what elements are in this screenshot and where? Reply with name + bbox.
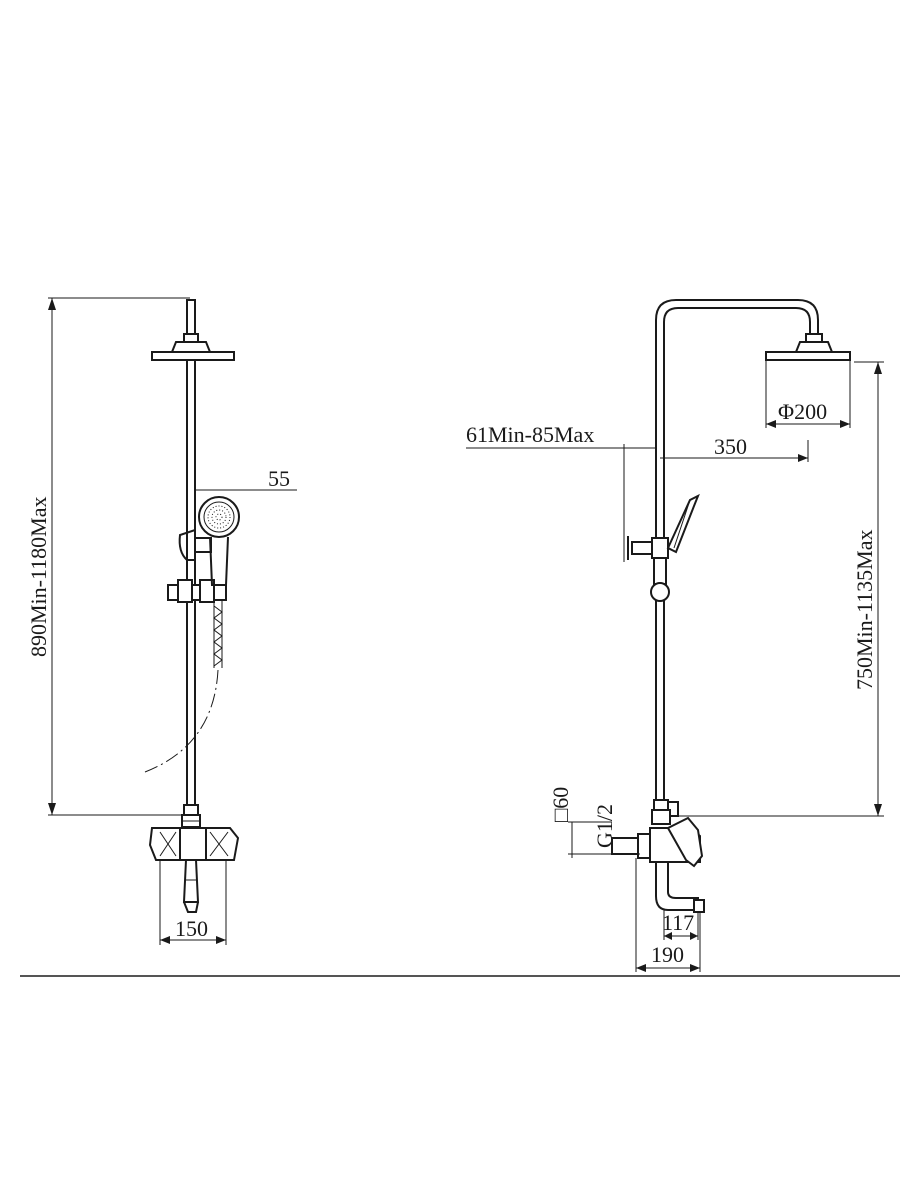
front-height-label: 890Min-1180Max: [26, 496, 51, 657]
side-riser-pipe: [655, 455, 665, 800]
side-bottom-connector: [651, 799, 679, 825]
side-depth-dimension: 190: [635, 858, 701, 972]
side-handshower-holder: [627, 493, 700, 602]
front-riser-pipe: [186, 360, 196, 805]
side-height-label: 750Min-1135Max: [852, 529, 877, 690]
side-mixer-body: [568, 816, 704, 868]
side-square-label: □60: [548, 787, 573, 822]
front-handshower-label: 55: [268, 466, 290, 491]
front-handshower-holder: [167, 528, 227, 603]
side-height-dimension: 750Min-1135Max: [676, 361, 884, 817]
front-mixer-dimension: 150: [159, 860, 227, 945]
side-spout-label: 117: [662, 910, 694, 935]
side-square-dimension: □60: [548, 787, 573, 858]
front-bottom-connector: [181, 804, 201, 828]
front-hose-path: [144, 669, 219, 773]
side-spout-dimension: 117: [662, 910, 699, 940]
side-arm-dimension: 350: [660, 434, 809, 462]
side-overhead-arm: [655, 299, 834, 455]
side-arm-label: 350: [714, 434, 747, 459]
front-hand-shower: [198, 496, 240, 668]
front-mixer-body: [148, 827, 240, 861]
side-head-diameter-label: Φ200: [778, 399, 827, 424]
side-thread-label: G1/2: [592, 804, 617, 848]
side-view: Φ200 350 61Min-85Max: [466, 299, 884, 972]
front-mixer-label: 150: [175, 916, 208, 941]
side-depth-label: 190: [651, 942, 684, 967]
front-handshower-dimension: 55: [194, 466, 297, 520]
side-wall-offset-label: 61Min-85Max: [466, 422, 594, 447]
front-shower-head: [151, 299, 235, 361]
side-spout: [655, 861, 705, 913]
side-wall-offset-dimension: 61Min-85Max: [466, 422, 656, 562]
side-rain-shower-head: Φ200: [765, 351, 851, 428]
front-spout: [182, 859, 200, 913]
front-view: 890Min-1180Max: [26, 297, 297, 945]
front-height-dimension: 890Min-1180Max: [26, 297, 190, 816]
